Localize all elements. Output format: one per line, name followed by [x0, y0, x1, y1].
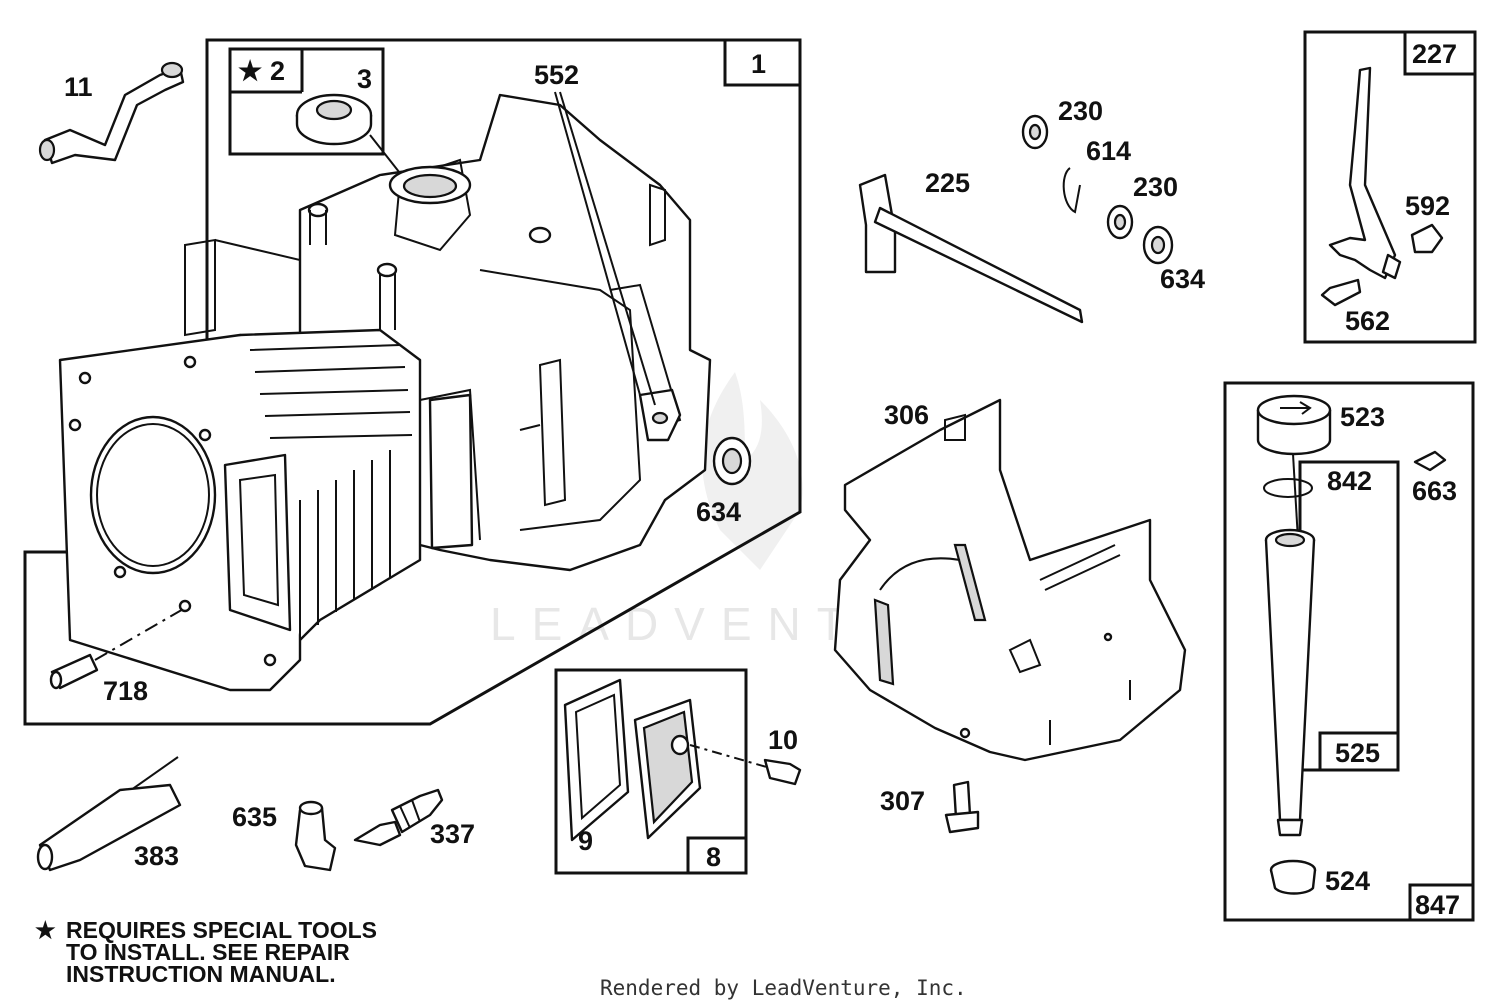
callout-337: 337: [430, 819, 475, 849]
special-tool-star-icon: ★: [238, 56, 262, 86]
assembly-8-box: [686, 836, 748, 875]
callout-230-upper: 230: [1058, 96, 1103, 126]
callout-718: 718: [103, 676, 148, 706]
callout-230-lower: 230: [1133, 172, 1178, 202]
callout-524: 524: [1325, 866, 1370, 896]
screw-562-part: [1320, 278, 1362, 307]
assembly-847-box: [1408, 883, 1475, 922]
callout-663: 663: [1412, 476, 1457, 506]
o-ring-842-part: [1263, 478, 1313, 498]
breather-cover-part: [633, 698, 702, 840]
callout-3: 3: [357, 64, 372, 94]
hairpin-614-part: [1062, 167, 1081, 214]
heater-383-part: [36, 756, 182, 872]
special-tool-note-star-icon: ★: [35, 917, 56, 943]
callout-634-block: 634: [696, 497, 741, 527]
washer-230-lower-hole: [1113, 213, 1127, 231]
oil-seal-part: [295, 93, 373, 146]
note-line-1: REQUIRES SPECIAL TOOLS: [66, 917, 377, 943]
screw-307-part: [944, 780, 980, 834]
callout-11: 11: [64, 72, 93, 102]
callout-9: 9: [578, 826, 593, 856]
breather-tube-11-part: [38, 61, 185, 165]
governor-shaft-225-part: [858, 173, 1084, 324]
governor-lever-box: [1303, 30, 1477, 344]
callout-592: 592: [1405, 191, 1450, 221]
dowel-pin-718-part: [49, 653, 99, 690]
callout-10: 10: [768, 725, 798, 755]
callout-842: 842: [1327, 466, 1372, 496]
callout-307: 307: [880, 786, 925, 816]
governor-lever-part: [1328, 66, 1402, 280]
callout-614: 614: [1086, 136, 1131, 166]
screw-663-part: [1413, 450, 1447, 472]
cylinder-block-part: [58, 93, 712, 692]
nut-592-part: [1410, 223, 1444, 254]
screw-10-part: [763, 758, 802, 786]
washer-634-part: [712, 436, 752, 486]
dipstick-cap-523-part: [1256, 394, 1332, 541]
leader-718: [94, 607, 186, 661]
callout-847: 847: [1415, 890, 1460, 920]
leader-10: [689, 744, 771, 769]
seal-kit-box: [228, 47, 385, 156]
washer-230-upper-hole: [1028, 123, 1042, 141]
callout-562: 562: [1345, 306, 1390, 336]
callout-383: 383: [134, 841, 179, 871]
breather-gasket-9-part: [563, 678, 630, 842]
callout-525: 525: [1335, 738, 1380, 768]
callout-225: 225: [925, 168, 970, 198]
elbow-635-part: [294, 800, 337, 872]
air-guide-306-part: [833, 398, 1187, 762]
dipstick-assembly-box: [1223, 381, 1475, 922]
dipstick-tube-part: [1264, 528, 1316, 837]
callout-227: 227: [1412, 39, 1457, 69]
breather-assembly-box: [554, 668, 748, 875]
dipstick-tube-box: [1298, 460, 1400, 772]
spark-plug-337-part: [353, 788, 444, 847]
callout-306: 306: [884, 400, 929, 430]
note-line-3: INSTRUCTION MANUAL.: [66, 961, 336, 987]
callout-635: 635: [232, 802, 277, 832]
leader-552b: [554, 91, 641, 396]
leader-552: [559, 91, 656, 406]
callout-523: 523: [1340, 402, 1385, 432]
washer-634-gov-hole: [1150, 235, 1166, 255]
assembly-525-box: [1318, 731, 1400, 772]
callout-2: 2: [270, 56, 285, 86]
note-line-2: TO INSTALL. SEE REPAIR: [66, 939, 350, 965]
callout-8: 8: [706, 842, 721, 872]
callout-552: 552: [534, 60, 579, 90]
plug-524-part: [1269, 859, 1317, 895]
callout-634-governor: 634: [1160, 264, 1205, 294]
callout-1: 1: [751, 49, 766, 79]
assembly-227-box: [1403, 30, 1477, 76]
footer-credit: Rendered by LeadVenture, Inc.: [600, 976, 967, 1000]
assembly-1-box: [723, 38, 802, 87]
